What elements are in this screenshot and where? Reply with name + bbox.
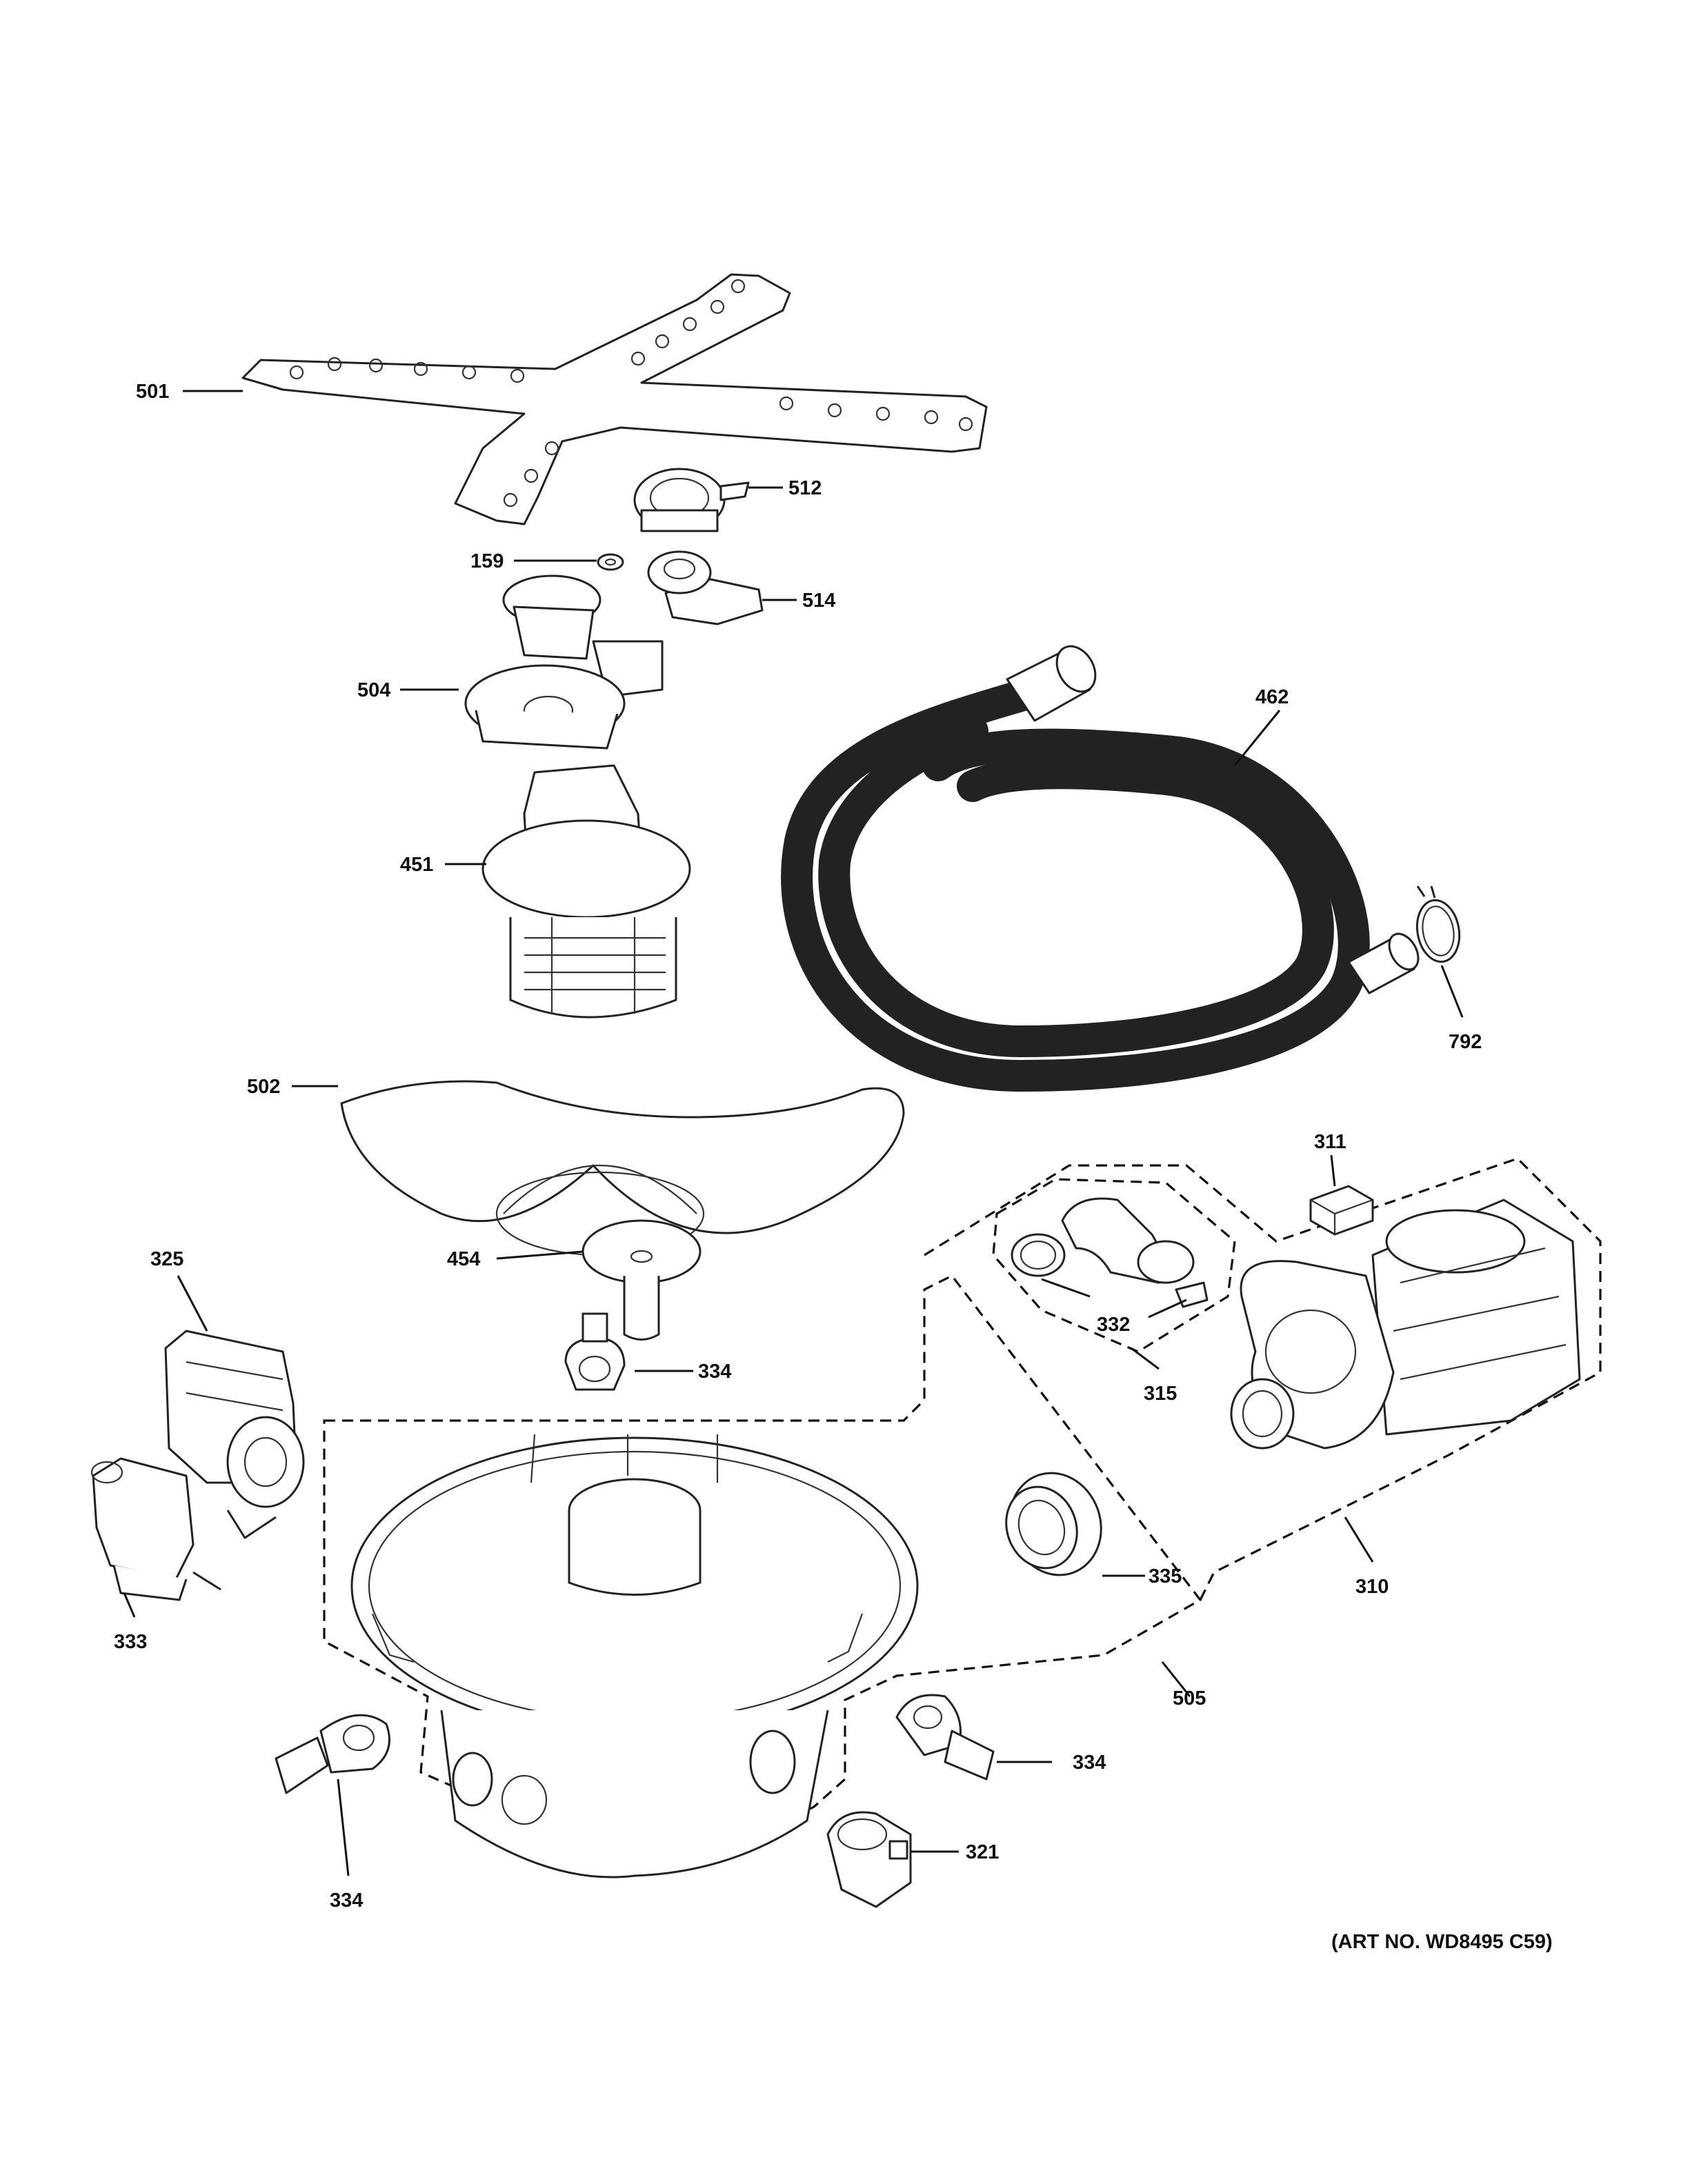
callout-315: 315 xyxy=(1144,1383,1177,1405)
callout-504: 504 xyxy=(357,679,390,701)
spray-nozzle-icon[interactable] xyxy=(581,1219,702,1341)
pad-icon[interactable] xyxy=(1309,1185,1374,1236)
washer-icon[interactable] xyxy=(597,553,624,571)
callout-333: 333 xyxy=(114,1631,147,1653)
filter-icon[interactable] xyxy=(481,764,691,1019)
callout-labels: 501 512 159 514 504 462 451 792 502 311 … xyxy=(114,381,1482,1912)
callout-332: 332 xyxy=(1097,1314,1130,1336)
leader-lines xyxy=(123,390,1464,1876)
drain-hose-icon[interactable] xyxy=(781,639,1424,1092)
elbow-hose-boundary xyxy=(992,1178,1236,1353)
seal-icon[interactable] xyxy=(995,1460,1115,1587)
callout-159: 159 xyxy=(470,550,504,572)
clip-icon[interactable] xyxy=(275,1714,390,1794)
sump-assembly-icon[interactable] xyxy=(350,1434,919,1879)
pump-motor-icon[interactable] xyxy=(90,1457,221,1601)
circulation-pump-boundary xyxy=(924,1157,1602,1601)
callout-321: 321 xyxy=(966,1841,999,1863)
callout-462: 462 xyxy=(1255,686,1289,708)
callout-325: 325 xyxy=(150,1248,183,1270)
bearing-ring-icon[interactable] xyxy=(633,468,750,532)
callout-334-right: 334 xyxy=(1073,1752,1106,1774)
callout-512: 512 xyxy=(788,477,822,499)
art-number: (ART NO. WD8495 C59) xyxy=(1331,1931,1553,1953)
clip-icon[interactable] xyxy=(564,1312,626,1391)
callout-792: 792 xyxy=(1449,1031,1482,1053)
sump-assembly-boundary xyxy=(323,1274,1202,1867)
callout-502: 502 xyxy=(247,1076,280,1098)
spray-arm-icon[interactable] xyxy=(241,273,988,525)
hose-clamp-icon[interactable] xyxy=(1413,885,1464,965)
callout-501: 501 xyxy=(136,381,169,403)
callout-311: 311 xyxy=(1314,1131,1346,1153)
callout-514: 514 xyxy=(802,590,835,612)
drain-pump-icon[interactable] xyxy=(164,1330,305,1539)
callout-454: 454 xyxy=(447,1248,480,1270)
callout-451: 451 xyxy=(400,854,433,876)
diverter-icon[interactable] xyxy=(464,574,664,750)
circulation-pump-icon[interactable] xyxy=(1230,1199,1581,1450)
manifold-seal-icon[interactable] xyxy=(647,550,764,625)
callout-335: 335 xyxy=(1149,1565,1182,1587)
callout-505: 505 xyxy=(1173,1687,1206,1710)
elbow-hose-icon[interactable] xyxy=(1061,1197,1195,1284)
callout-334-left: 334 xyxy=(330,1890,363,1912)
sensor-icon[interactable] xyxy=(826,1811,912,1908)
clip-icon[interactable] xyxy=(895,1694,995,1781)
callout-334-center: 334 xyxy=(698,1361,731,1383)
callout-310: 310 xyxy=(1355,1576,1389,1598)
